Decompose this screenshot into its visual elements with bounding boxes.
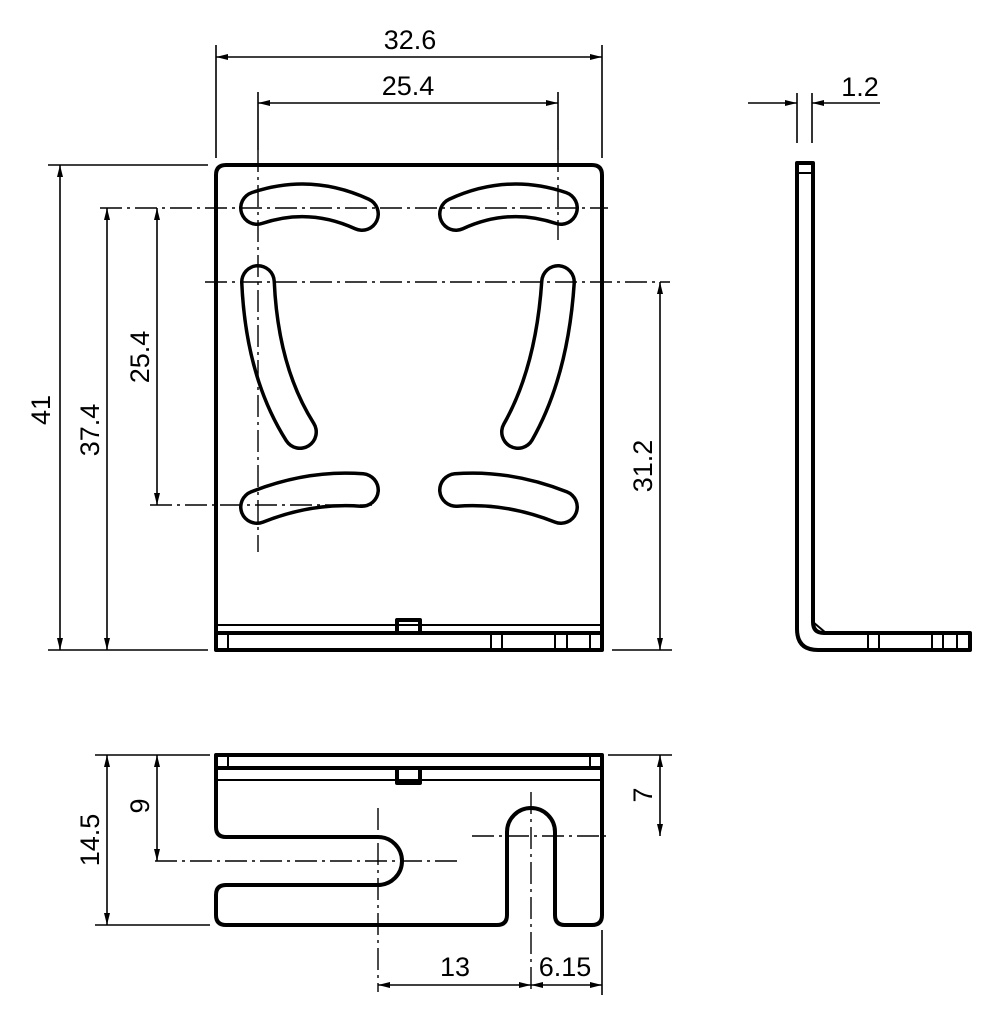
dim-thickness: 1.2 <box>841 72 879 102</box>
side-view: 1.2 <box>748 72 972 652</box>
bottom-view <box>155 753 606 992</box>
dim-slot-center-depth: 9 <box>125 798 155 813</box>
dim-overall-height: 41 <box>26 395 56 425</box>
front-view <box>100 150 670 652</box>
dim-depth: 14.5 <box>75 814 105 867</box>
centerlines <box>100 150 670 552</box>
dim-slot-vertical-offset: 31.2 <box>628 440 658 493</box>
dim-slot-height-offset: 37.4 <box>75 404 105 457</box>
bottom-dimensions: 14.5 9 7 13 6.15 <box>75 754 672 995</box>
dim-notch-to-edge: 6.15 <box>539 952 592 982</box>
dim-notch-depth: 7 <box>628 787 658 802</box>
dim-slot-to-notch: 13 <box>440 952 470 982</box>
dim-slot-spacing-horizontal: 25.4 <box>382 71 435 101</box>
dim-slot-spacing-vertical: 25.4 <box>125 331 155 384</box>
mounting-slots <box>239 182 579 525</box>
dim-overall-width: 32.6 <box>384 25 437 55</box>
front-dimensions: 32.6 25.4 41 37.4 25.4 31.2 <box>26 25 672 651</box>
